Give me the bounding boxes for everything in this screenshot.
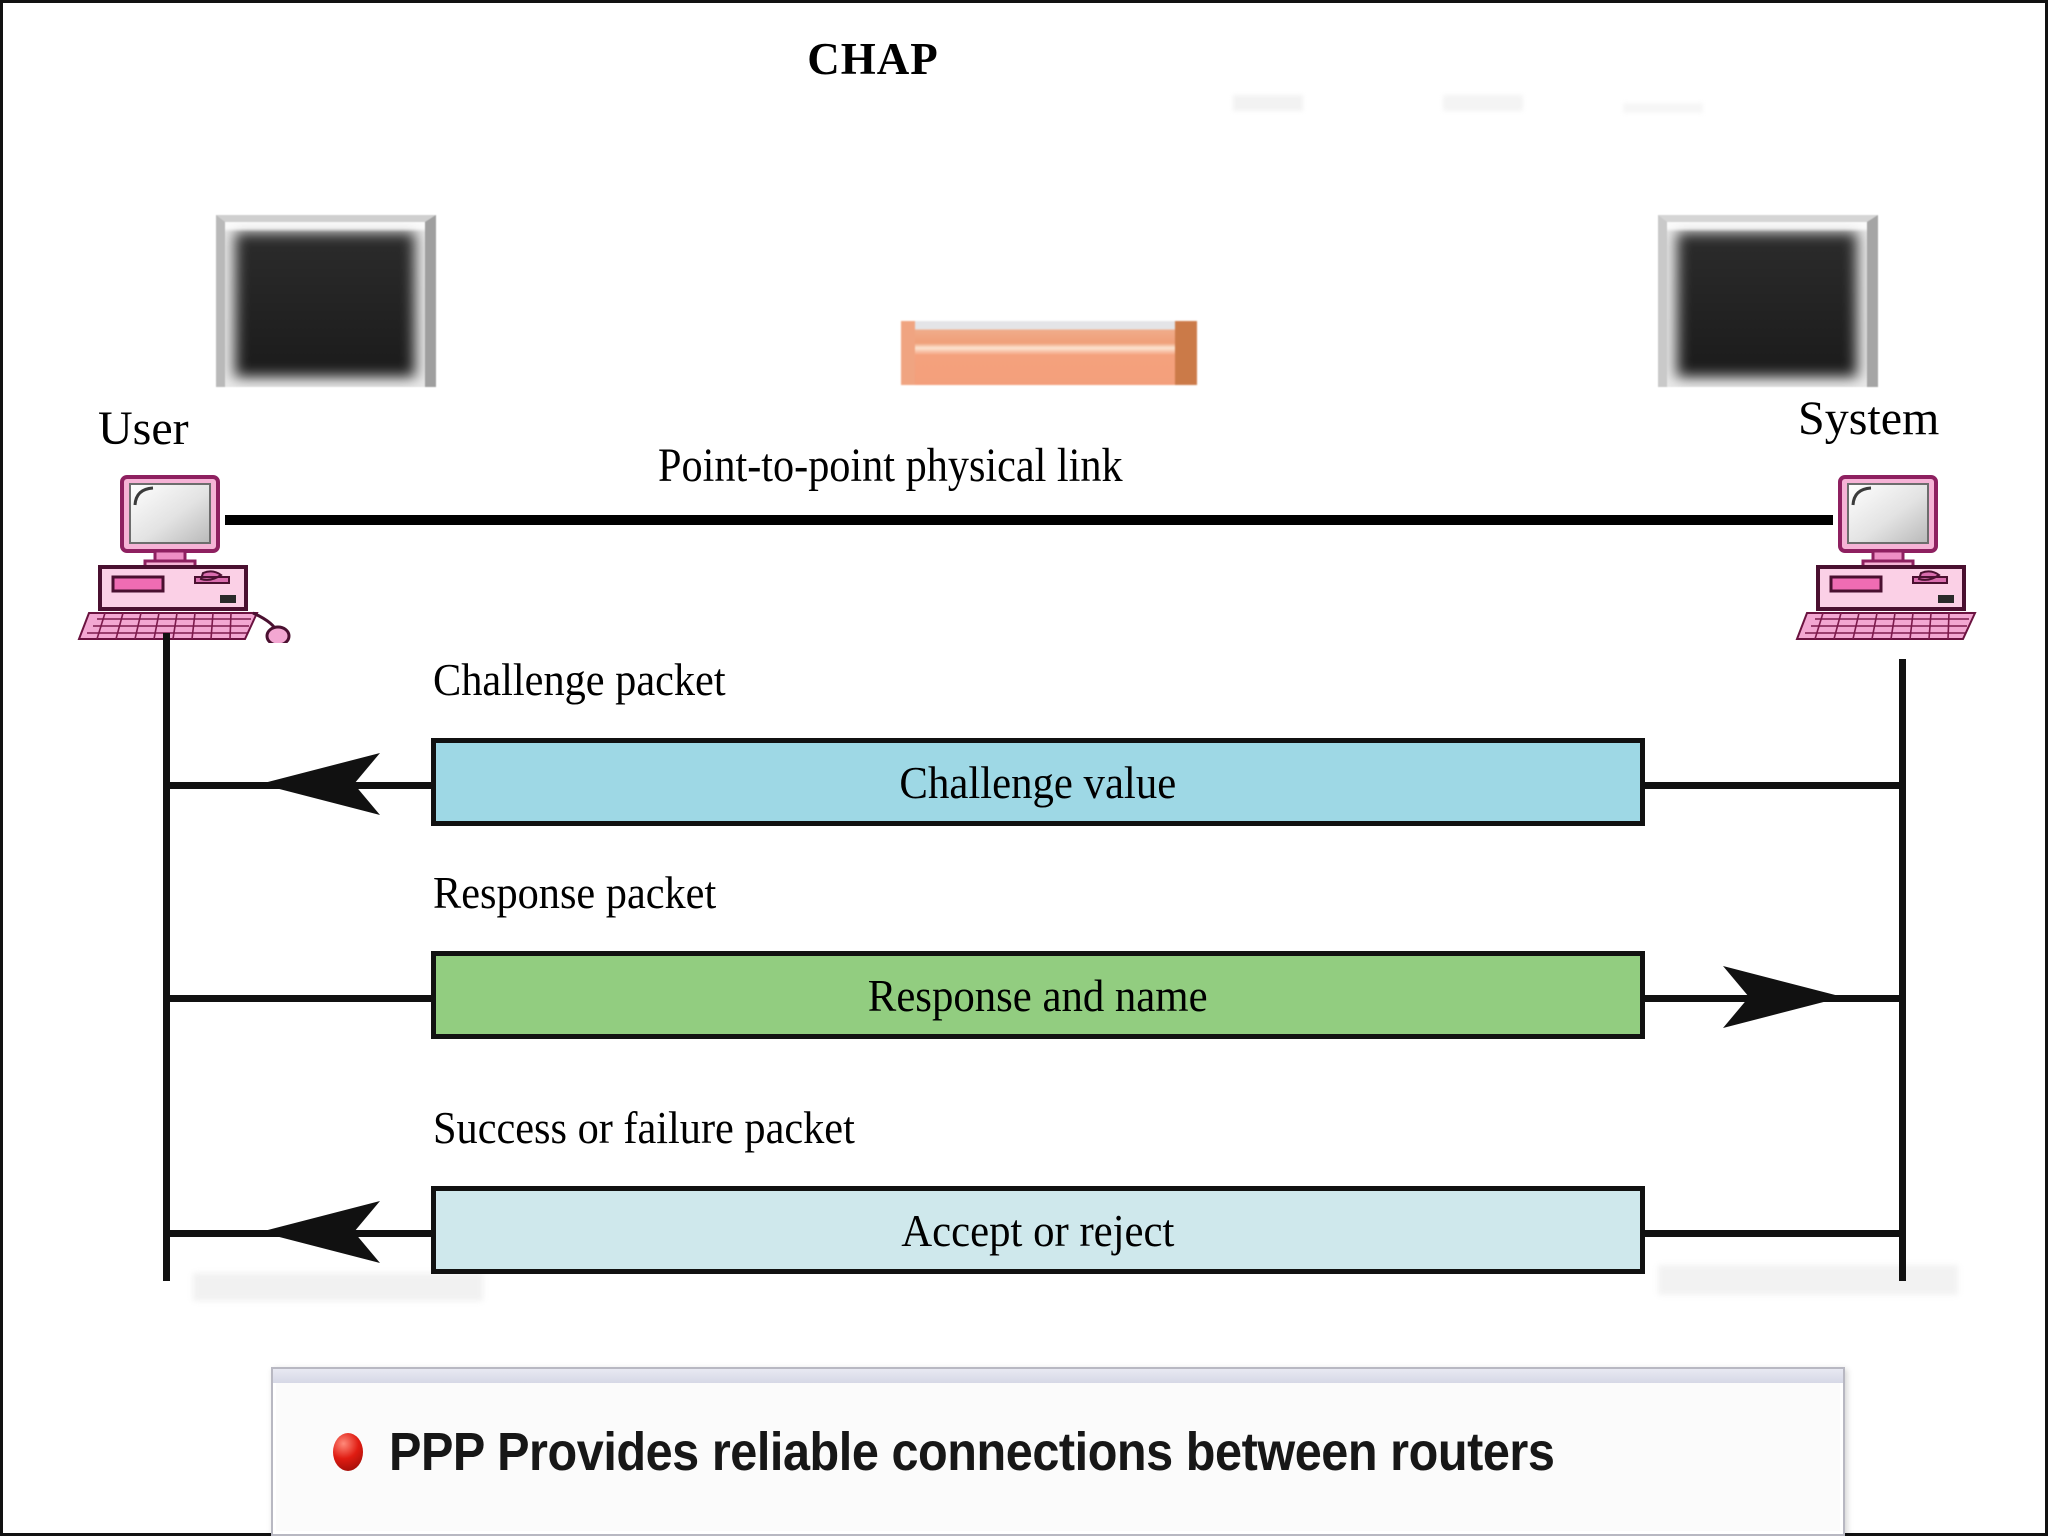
challenge-value-packet: Challenge value: [431, 738, 1645, 826]
challenge-value-label: Challenge value: [899, 756, 1177, 808]
image-artifact-left-monitor: [216, 215, 436, 387]
response-arrowhead-right-icon: [1723, 966, 1843, 1028]
response-arrow-shaft: [1641, 995, 1791, 1002]
challenge-packet-caption: Challenge packet: [433, 654, 726, 705]
system-node-label: System: [1798, 392, 1940, 445]
result-line-to-system: [1643, 1230, 1905, 1237]
physical-link-line: [225, 515, 1833, 525]
image-artifact-faint-b: [1443, 95, 1523, 111]
challenge-line-to-system: [1643, 782, 1905, 789]
response-line-from-user: [166, 995, 434, 1002]
desktop-computer-icon-system: [1793, 473, 2009, 643]
accept-or-reject-label: Accept or reject: [901, 1204, 1175, 1256]
image-artifact-floor-right: [1658, 1265, 1958, 1295]
result-arrowhead-left-icon: [260, 1201, 380, 1263]
system-lifeline: [1899, 659, 1906, 1281]
accept-or-reject-packet: Accept or reject: [431, 1186, 1645, 1274]
response-and-name-label: Response and name: [868, 969, 1208, 1021]
ppp-info-banner: PPP Provides reliable connections betwee…: [271, 1367, 1845, 1536]
page-title: CHAP: [807, 34, 939, 84]
response-packet-caption: Response packet: [433, 867, 717, 918]
image-artifact-center-router: [901, 321, 1197, 385]
banner-text: PPP Provides reliable connections betwee…: [389, 1422, 1555, 1482]
challenge-arrowhead-left-icon: [260, 753, 380, 815]
user-lifeline: [163, 633, 170, 1281]
desktop-computer-icon-user: [75, 473, 291, 647]
image-artifact-floor-left: [193, 1273, 483, 1301]
result-arrow-shaft-right: [303, 1230, 438, 1237]
success-failure-packet-caption: Success or failure packet: [433, 1102, 855, 1153]
physical-link-label: Point-to-point physical link: [658, 439, 1123, 492]
image-artifact-faint-c: [1623, 103, 1703, 113]
banner-top-strip: [273, 1369, 1843, 1383]
response-line-to-system: [1823, 995, 1905, 1002]
response-and-name-packet: Response and name: [431, 951, 1645, 1039]
challenge-arrow-shaft-right: [303, 782, 438, 789]
diagram-canvas: CHAP User System Point-to-point physical…: [3, 3, 2045, 1536]
image-artifact-right-monitor: [1658, 215, 1878, 387]
banner-content-row: PPP Provides reliable connections betwee…: [333, 1421, 1684, 1483]
image-artifact-faint-a: [1233, 95, 1303, 111]
user-node-label: User: [98, 402, 189, 455]
red-bullet-icon: [333, 1433, 363, 1471]
